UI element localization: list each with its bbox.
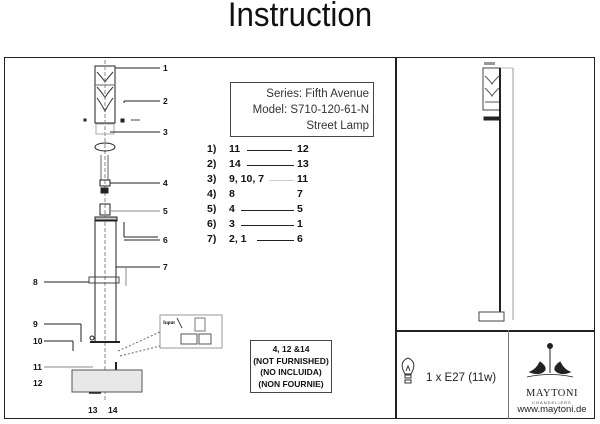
part-label-12: 12 — [33, 378, 43, 388]
step-index: 3) — [207, 173, 217, 185]
step-to: 6 — [297, 233, 303, 245]
brand-name: MAYTONI — [526, 388, 578, 399]
divider-horizontal — [395, 330, 595, 332]
part-label-2: 2 — [163, 96, 168, 106]
step-from: 4 — [229, 203, 235, 215]
step-connector — [241, 210, 294, 211]
step-from: 3 — [229, 218, 235, 230]
assembly-step: 7) 2, 1 6 — [207, 233, 327, 248]
part-label-8: 8 — [33, 277, 38, 287]
part-label-14: 14 — [108, 405, 118, 415]
part-label-4: 4 — [163, 178, 168, 188]
wiring-detail — [159, 314, 223, 349]
step-from: 9, 10, 7 — [229, 173, 265, 185]
assembly-step: 4) 8 7 — [207, 188, 327, 203]
assembly-step: 3) 9, 10, 7 11 — [207, 173, 327, 188]
step-from: 2, 1 — [229, 233, 247, 245]
collar — [88, 276, 120, 284]
gasket-ring — [94, 142, 116, 152]
step-to: 11 — [297, 173, 309, 185]
step-index: 4) — [207, 188, 217, 200]
step-to: 7 — [297, 188, 303, 200]
step-index: 5) — [207, 203, 217, 215]
product-info-box: Series: Fifth Avenue Model: S710-120-61-… — [230, 82, 374, 137]
series-text: Series: Fifth Avenue — [266, 88, 369, 100]
step-from: 14 — [229, 158, 241, 170]
instruction-frame — [4, 57, 595, 419]
part-label-5: 5 — [163, 206, 168, 216]
assembly-step: 6) 3 1 — [207, 218, 327, 233]
not-furnished-box: 4, 12 &14 (NOT FURNISHED) (NO INCLUIDA) … — [250, 340, 332, 393]
step-index: 7) — [207, 233, 217, 245]
step-index: 6) — [207, 218, 217, 230]
connector-block — [99, 203, 111, 216]
step-index: 1) — [207, 143, 217, 155]
step-connector — [269, 180, 294, 181]
lamp-base-outline — [478, 311, 505, 322]
part-label-11: 11 — [33, 362, 42, 372]
step-from: 8 — [229, 188, 235, 200]
part-label-1: 1 — [163, 63, 168, 73]
part-label-6: 6 — [163, 235, 168, 245]
ground-block — [71, 369, 143, 393]
step-to: 5 — [297, 203, 303, 215]
bulb-spec: 1 x E27 (11w) — [426, 372, 497, 384]
step-to: 13 — [297, 158, 309, 170]
cap-ring — [95, 123, 115, 135]
product-type-text: Street Lamp — [306, 120, 369, 132]
step-connector — [241, 225, 294, 226]
step-connector — [257, 240, 294, 241]
brand-url[interactable]: www.maytoni.de — [517, 404, 587, 415]
page-title: Instruction — [227, 0, 373, 34]
part-label-7: 7 — [163, 262, 168, 272]
part-label-13: 13 — [88, 405, 98, 415]
part-label-10: 10 — [33, 336, 43, 346]
not-furnished-parts: 4, 12 &14 — [272, 344, 310, 354]
assembly-step: 5) 4 5 — [207, 203, 327, 218]
model-text: Model: S710-120-61-N — [252, 104, 369, 116]
step-connector — [247, 165, 294, 166]
divider-vertical — [395, 57, 397, 419]
step-connector — [247, 150, 292, 151]
step-from: 11 — [229, 143, 241, 155]
divider-footer — [508, 330, 509, 419]
not-furnished-en: (NOT FURNISHED) — [253, 355, 329, 366]
assembly-step: 1) 11 12 — [207, 143, 327, 158]
assembly-step: 2) 14 13 — [207, 158, 327, 173]
step-to: 12 — [297, 143, 309, 155]
not-furnished-fr: (NON FOURNIE) — [258, 378, 324, 389]
part-label-9: 9 — [33, 319, 38, 329]
step-to: 1 — [297, 218, 303, 230]
not-furnished-es: (NO INCLUIDA) — [260, 367, 322, 377]
brand-tagline: CHANDELIERS — [532, 400, 572, 405]
input-label: Input — [163, 321, 175, 326]
part-label-3: 3 — [163, 127, 168, 137]
step-index: 2) — [207, 158, 217, 170]
